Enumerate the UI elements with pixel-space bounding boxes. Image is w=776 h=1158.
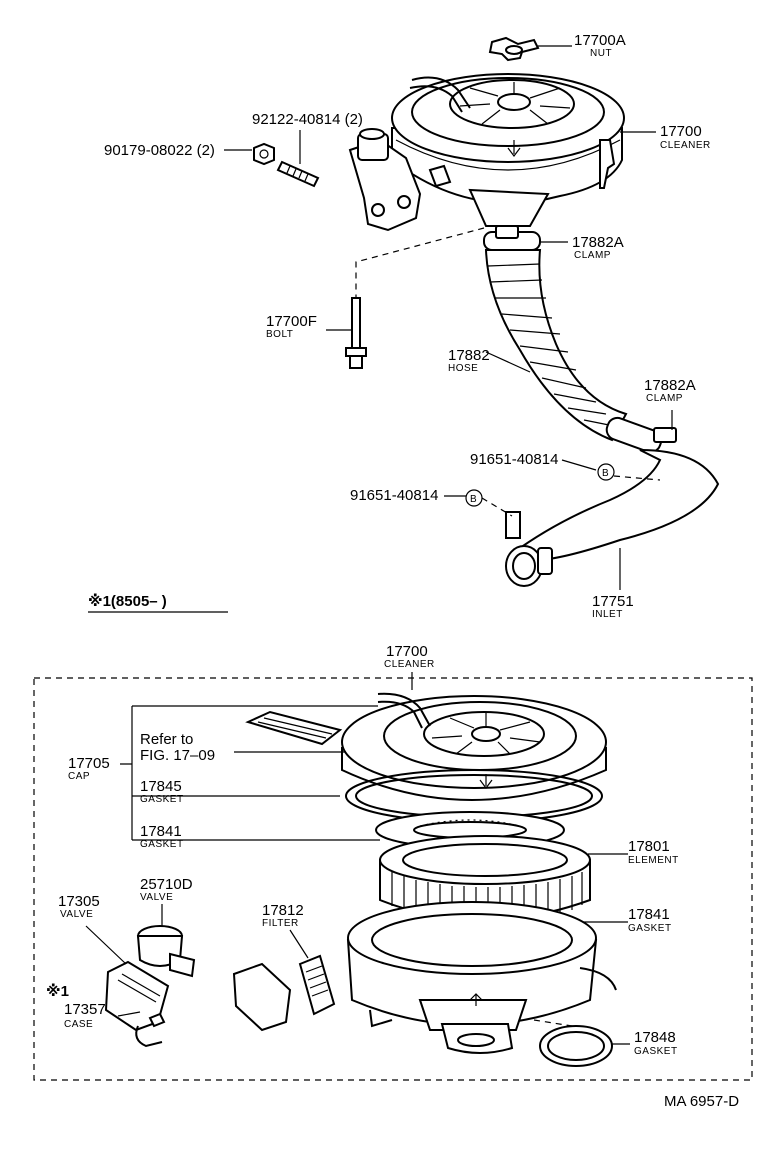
label-25710d-name: VALVE xyxy=(140,892,173,903)
refer-sticker xyxy=(245,710,343,746)
label-17751-number: 17751 xyxy=(592,593,634,610)
wing-nut-17700a xyxy=(488,36,540,62)
label-17700f-name: BOLT xyxy=(266,329,293,340)
applicability-note: ※1(8505– ) xyxy=(88,592,167,610)
hose-17882 xyxy=(484,249,628,442)
label-17700f-number: 17700F xyxy=(266,313,317,330)
label-92122-number: 92122-40814 (2) xyxy=(252,111,363,128)
label-17882a-top-name: CLAMP xyxy=(574,250,611,261)
gasket-17848 xyxy=(539,1025,613,1067)
bolt-17700f xyxy=(345,297,367,369)
label-17841-a-number: 17841 xyxy=(140,823,182,840)
label-17700a-name: NUT xyxy=(590,48,612,59)
label-17882-number: 17882 xyxy=(448,347,490,364)
inlet-17751 xyxy=(505,449,720,587)
label-inset-17700-name: CLEANER xyxy=(384,659,435,670)
label-17882-name: HOSE xyxy=(448,363,478,374)
clamp-17882a-top xyxy=(483,225,541,251)
label-17705-name: CAP xyxy=(68,771,90,782)
filter-17812 xyxy=(232,954,336,1032)
inset-frame xyxy=(33,677,753,1081)
figure-code: MA 6957-D xyxy=(664,1093,739,1110)
label-17845-number: 17845 xyxy=(140,778,182,795)
label-17705-number: 17705 xyxy=(68,755,110,772)
label-17841-b-name: GASKET xyxy=(628,923,672,934)
mounting-bracket xyxy=(348,128,422,232)
label-17801-number: 17801 xyxy=(628,838,670,855)
label-17812-number: 17812 xyxy=(262,902,304,919)
valve-17305-case-17357 xyxy=(104,960,170,1048)
label-17812-name: FILTER xyxy=(262,918,299,929)
valve-25710d xyxy=(136,925,196,978)
marker-b-b: B xyxy=(470,494,477,505)
label-17845-name: GASKET xyxy=(140,794,184,805)
label-17305-number: 17305 xyxy=(58,893,100,910)
label-91651-a-number: 91651-40814 xyxy=(470,451,558,468)
label-91651-b-number: 91651-40814 xyxy=(350,487,438,504)
label-inset-17700-number: 17700 xyxy=(386,643,428,660)
air-cleaner-17700 xyxy=(391,73,625,227)
label-17801-name: ELEMENT xyxy=(628,855,679,866)
marker-b-a: B xyxy=(602,468,609,479)
cleaner-case-housing xyxy=(346,901,617,1054)
clamp-17882a-bottom xyxy=(605,416,677,454)
stud-92122 xyxy=(276,160,320,188)
label-17841-b-number: 17841 xyxy=(628,906,670,923)
label-17700-number: 17700 xyxy=(660,123,702,140)
label-17700a-number: 17700A xyxy=(574,32,626,49)
label-17848-number: 17848 xyxy=(634,1029,676,1046)
refer-line2: FIG. 17–09 xyxy=(140,747,215,764)
label-17700-name: CLEANER xyxy=(660,140,711,151)
label-17848-name: GASKET xyxy=(634,1046,678,1057)
cap-17705 xyxy=(341,692,607,801)
label-17751-name: INLET xyxy=(592,609,623,620)
label-17882a-top-number: 17882A xyxy=(572,234,624,251)
star-note: ※1 xyxy=(46,982,69,1000)
label-17357-name: CASE xyxy=(64,1019,93,1030)
label-17305-name: VALVE xyxy=(60,909,93,920)
refer-line1: Refer to xyxy=(140,731,193,748)
nut-90179 xyxy=(253,142,275,166)
label-17882a-bottom-name: CLAMP xyxy=(646,393,683,404)
label-25710d-number: 25710D xyxy=(140,876,193,893)
label-17882a-bottom-number: 17882A xyxy=(644,377,696,394)
label-17357-number: 17357 xyxy=(64,1001,106,1018)
label-17841-a-name: GASKET xyxy=(140,839,184,850)
label-90179-number: 90179-08022 (2) xyxy=(104,142,215,159)
